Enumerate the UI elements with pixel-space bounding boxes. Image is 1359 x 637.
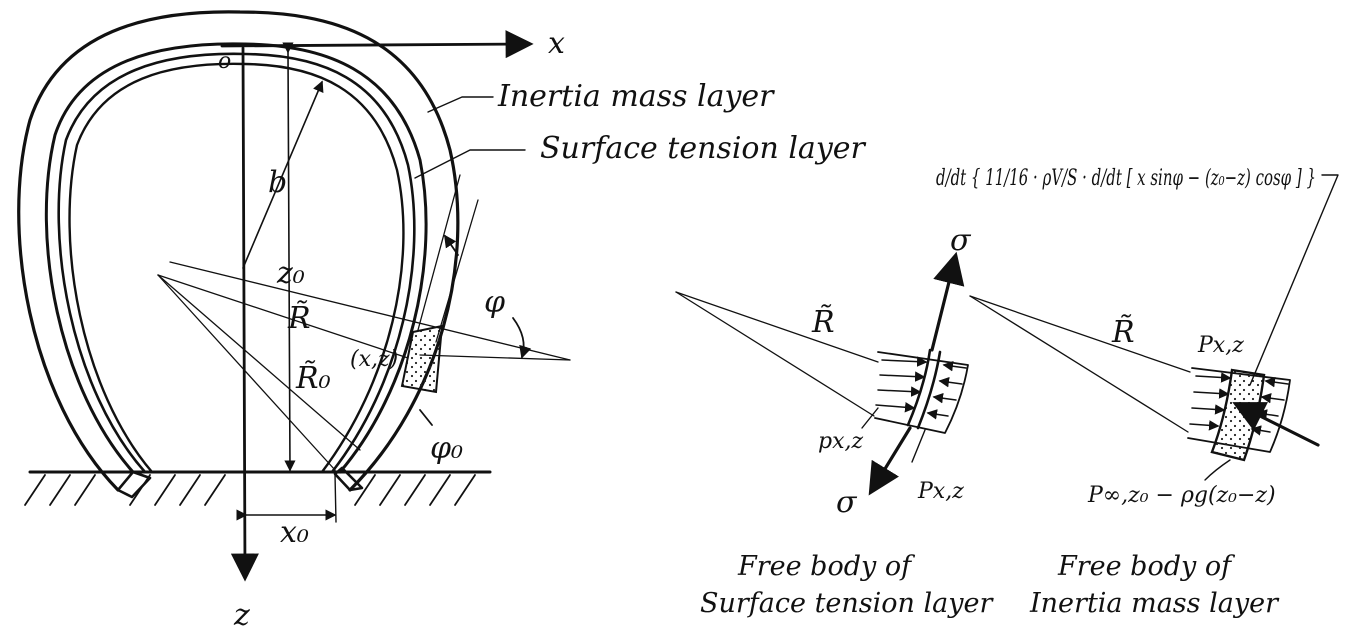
fbd2-formula-leader [1249, 174, 1339, 386]
fbd-surface-tension: σ σ R̃ px,z Px,z Free body of Surface te… [675, 223, 994, 619]
surface-layer-label: Surface tension layer [540, 131, 867, 166]
bubble-figure: x z o b z₀ R̃ R̃₀ (x,z) φ φ₀ x₀ Inertia … [17, 10, 867, 633]
fbd1-caption-line1: Free body of [737, 551, 915, 582]
x0-tick [334, 473, 337, 523]
surface-leader [414, 149, 526, 179]
right-foot [333, 466, 364, 492]
fbd1-radius-top [675, 291, 879, 363]
b-label: b [268, 165, 287, 200]
fbd1-layer-b [916, 350, 942, 430]
z-axis-label: z [233, 598, 250, 633]
inertia-layer-label: Inertia mass layer [497, 79, 775, 114]
fbd2-inertia-arrow [1232, 402, 1320, 447]
fbd2-P-bottom: P∞,z₀ − ρg(z₀−z) [1087, 483, 1276, 508]
fbd1-p-inside: px,z [818, 429, 863, 454]
z0-dimension [282, 42, 296, 472]
fbd-inertia-mass: R̃ Px,z P∞,z₀ − ρg(z₀−z) d/dt { 11/16 · … [936, 166, 1339, 619]
x-axis [220, 30, 534, 59]
fbd2-P-bottom-leader [1204, 459, 1231, 481]
fbd2-r-tilde: R̃ [1111, 315, 1135, 350]
inertia-leader [427, 96, 494, 113]
wall-element [400, 324, 444, 394]
fbd1-caption-line2: Surface tension layer [700, 588, 994, 619]
surface-tension-layer-inner [68, 62, 405, 474]
b-radius-line [242, 80, 324, 269]
fbd2-formula: d/dt { 11/16 · ρV/S · d/dt [ x sinφ − (z… [936, 166, 1316, 191]
ground-hatch [24, 474, 476, 506]
fbd1-sigma-top-arrow [930, 251, 965, 352]
phi-arrow [443, 234, 459, 256]
fbd2-caption-line2: Inertia mass layer [1029, 588, 1280, 619]
phi-label: φ [484, 285, 505, 320]
inertia-layer-inner [44, 42, 428, 474]
fbd1-pressure-arrows [875, 356, 967, 420]
fbd1-sigma-bottom-arrow [868, 426, 912, 496]
fbd1-sigma-top: σ [950, 223, 972, 258]
phi0-label: φ₀ [430, 431, 463, 466]
fbd2-radius-bottom [969, 295, 1189, 433]
r-tilde-label: R̃ [287, 301, 311, 336]
phi0-leader [419, 409, 433, 426]
point-xz-label: (x,z) [350, 347, 398, 372]
fbd1-r-tilde: R̃ [811, 305, 835, 340]
z-axis [230, 46, 259, 582]
fbd2-radius-top [969, 295, 1191, 373]
fbd2-sector [1187, 367, 1291, 453]
phi-arc [512, 317, 532, 359]
origin-label: o [218, 49, 231, 74]
fbd1-layer-a [906, 348, 932, 427]
surface-tension-layer-outer [57, 52, 416, 474]
r0-tilde-label: R̃₀ [295, 361, 331, 396]
fbd1-p-leader [861, 407, 879, 429]
radius-lines [157, 174, 571, 471]
fbd1-sigma-bottom: σ [836, 485, 858, 520]
fbd1-radius-bottom [675, 291, 875, 417]
fbd1-P-leader [911, 429, 926, 463]
x0-label: x₀ [280, 515, 309, 550]
z0-label: z₀ [276, 256, 305, 291]
fbd2-P-top: Px,z [1197, 333, 1244, 358]
x-axis-label: x [548, 26, 565, 61]
fbd2-caption-line1: Free body of [1057, 551, 1235, 582]
fbd1-P-outside: Px,z [917, 479, 964, 504]
fbd1-sector [874, 351, 969, 434]
inertia-layer-outer [17, 10, 460, 492]
left-foot [116, 470, 152, 499]
